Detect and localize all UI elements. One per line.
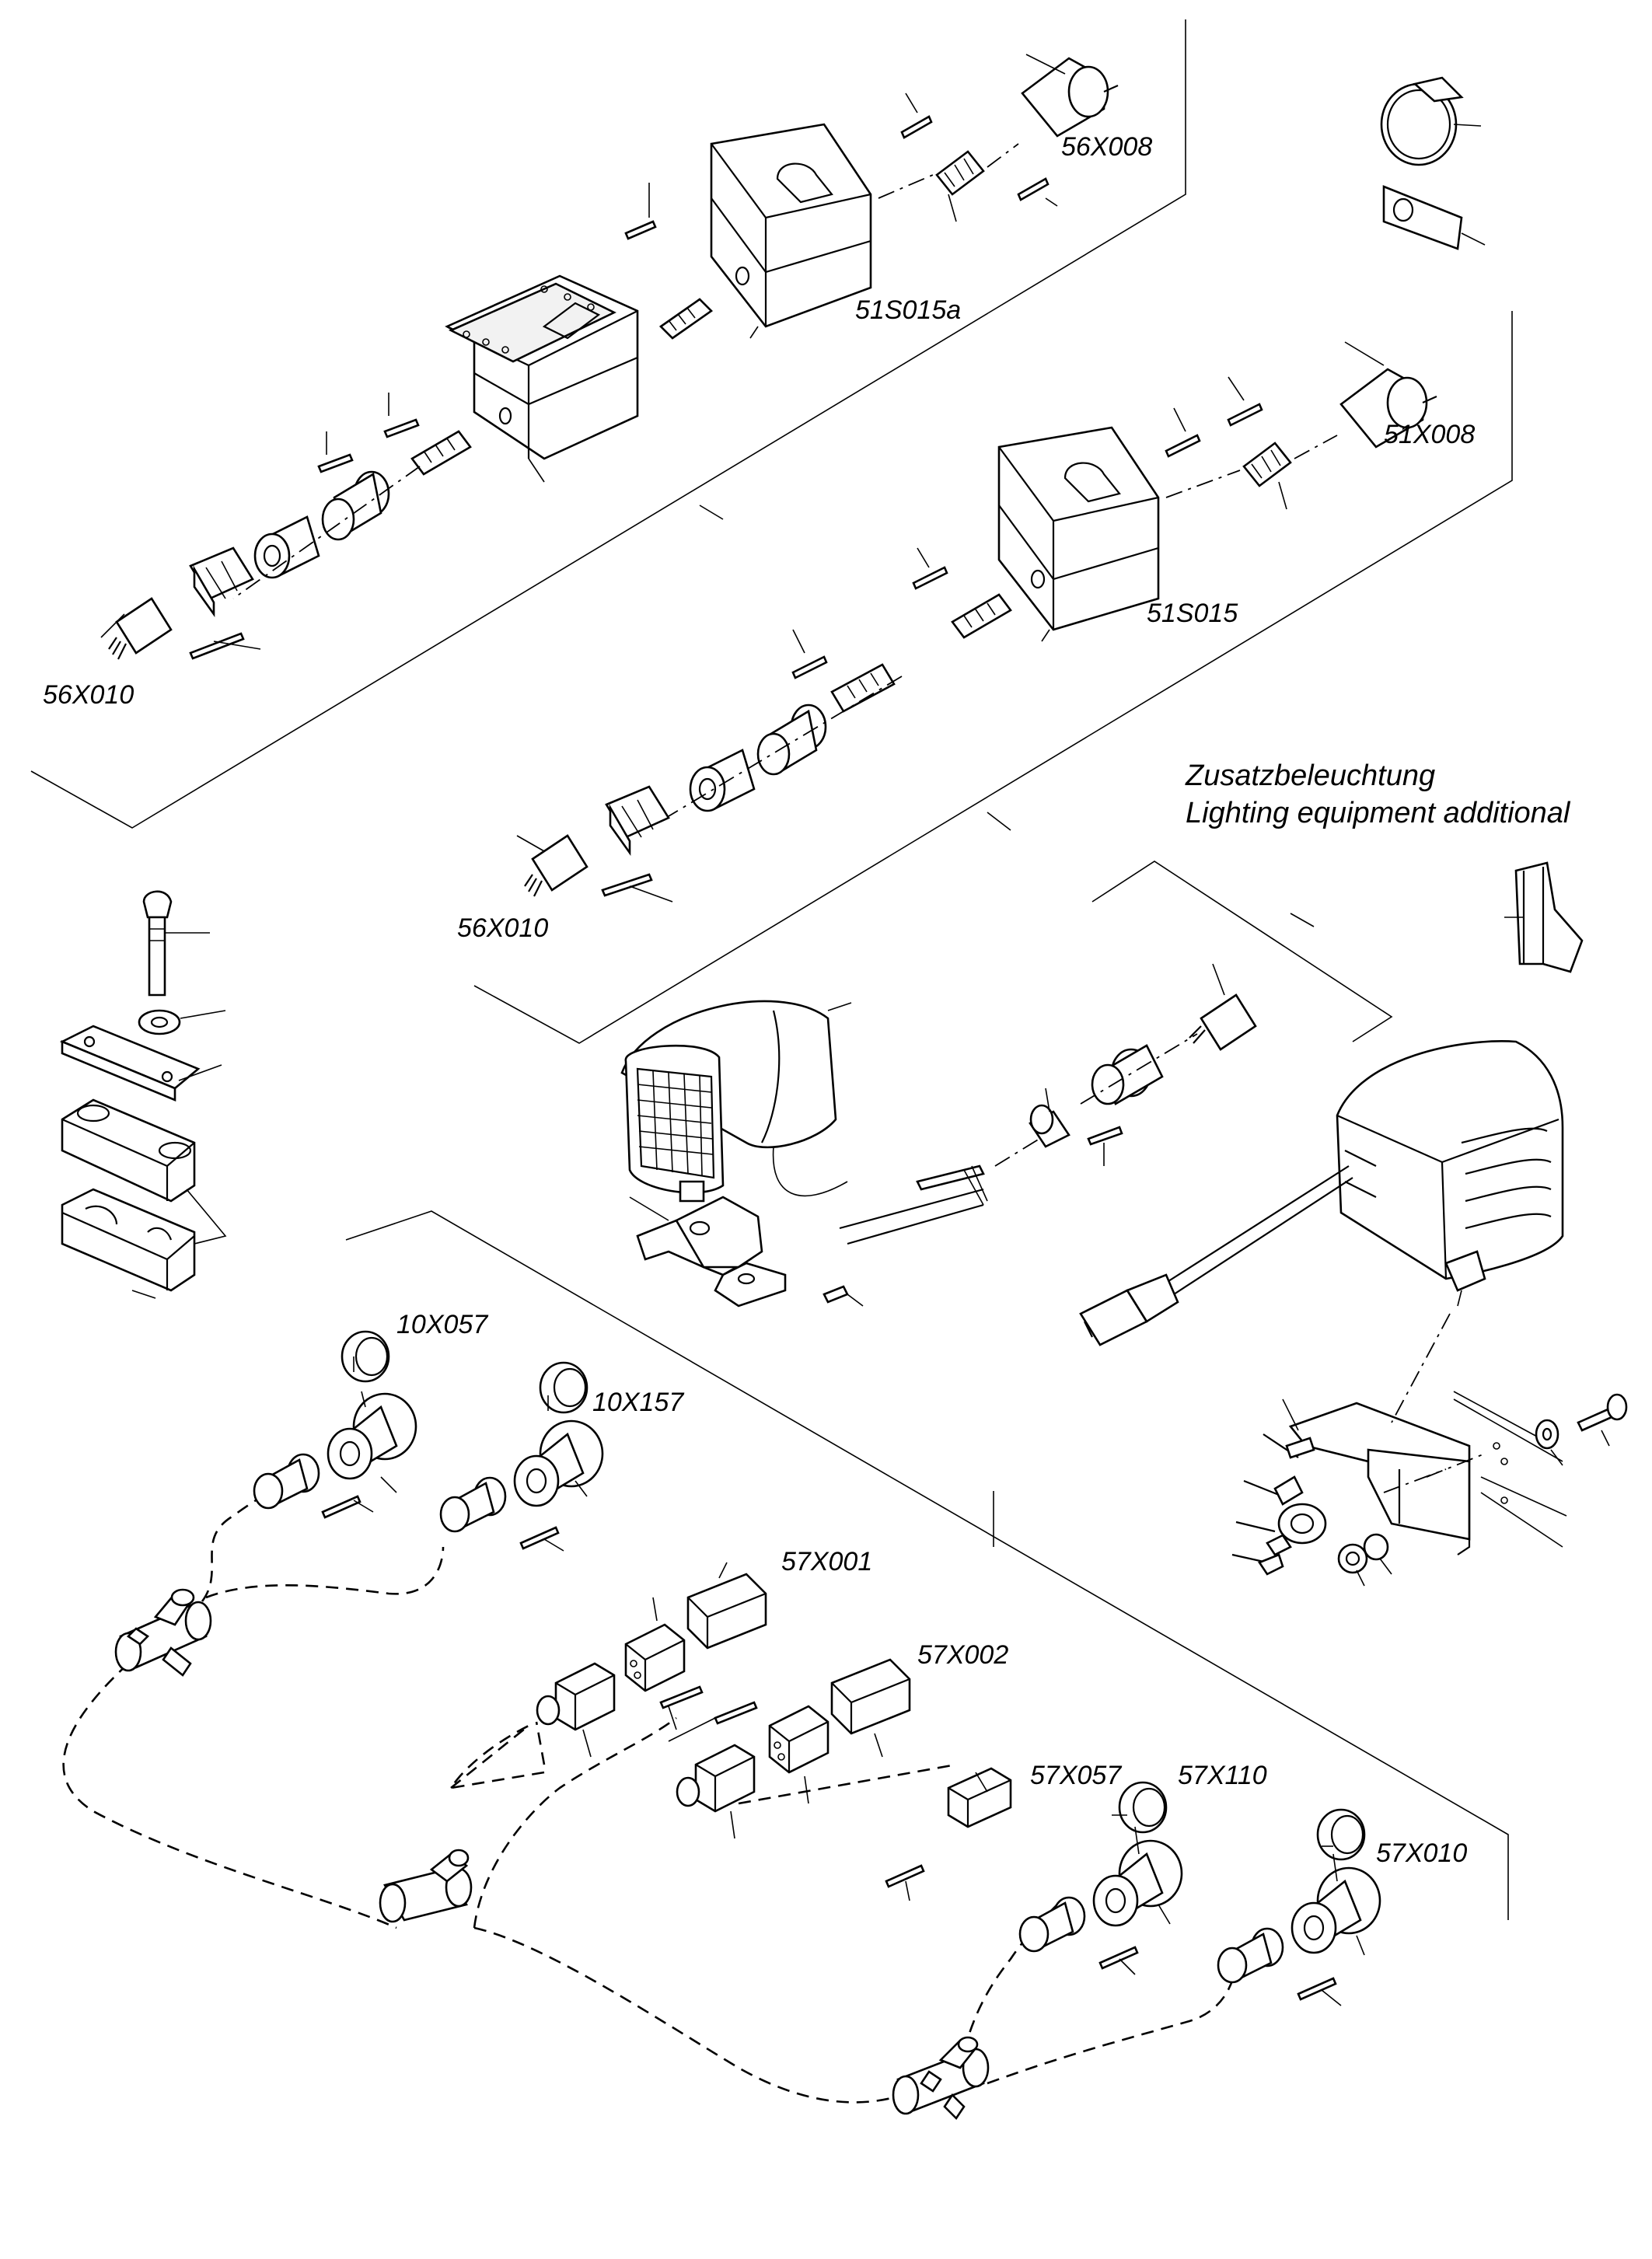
pin: [624, 220, 657, 240]
cable-tie: [1380, 76, 1482, 166]
pin: [317, 453, 354, 473]
cable-gland-top: [232, 466, 421, 599]
spring-51x008: [1165, 435, 1338, 510]
label-57x057: 57X057: [1030, 1761, 1122, 1790]
cable-gland-mid: [668, 676, 903, 817]
contact-pin: [189, 632, 245, 660]
label-57x110: 57X110: [1178, 1761, 1267, 1790]
clamp-parts-right: [1231, 1433, 1392, 1587]
t-piece-middle: [379, 1849, 473, 1923]
lamp-cable: [823, 1134, 1046, 1307]
connector-51x008: [1339, 341, 1437, 449]
label-51s015: 51S015: [1147, 599, 1238, 628]
pin: [1227, 403, 1263, 427]
lamp-bracket: [629, 1196, 787, 1308]
connector-housing-top: [189, 546, 254, 618]
pin: [1165, 434, 1201, 458]
spring-56x008: [878, 143, 1019, 222]
pin: [912, 566, 948, 590]
connector-57x057: [885, 1767, 1183, 1975]
label-56x010-mid: 56X010: [457, 913, 548, 943]
connector-57x002: [676, 1658, 911, 1839]
connector-57x010: [1217, 1808, 1381, 2006]
connector-10x057: [253, 1330, 417, 1519]
assembly-frames: [30, 19, 1513, 1920]
connector-56x008: [1021, 54, 1119, 138]
label-10x057: 10X057: [396, 1310, 488, 1339]
title-english: Lighting equipment additional: [1186, 797, 1571, 829]
spring-plunger-mid-upper: [951, 593, 1012, 639]
middle-switch-assembly: 51X008 51S015 56X010: [457, 341, 1475, 943]
switch-block-51s015: [997, 426, 1160, 642]
mounting-clamp: [59, 890, 227, 1299]
label-57x002: 57X002: [917, 1640, 1008, 1670]
top-switch-assembly: 56X008 51S015a 56X010: [43, 54, 1152, 710]
spring-plunger-mid-lower: [830, 663, 896, 713]
pin: [900, 115, 933, 139]
spring-plunger-lower: [410, 430, 472, 476]
label-57x001: 57X001: [781, 1547, 872, 1576]
relay-module: [1504, 861, 1584, 973]
washer-bolt-right: [1535, 1393, 1628, 1466]
spring-plunger-upper: [658, 298, 714, 340]
t-piece-bottom: [892, 2036, 990, 2121]
switch-block-lower: [445, 274, 639, 483]
label-51x008: 51X008: [1384, 420, 1475, 449]
label-51s015a: 51S015a: [855, 295, 961, 325]
switch-block-51s015a: [710, 123, 872, 339]
pin: [383, 418, 420, 438]
title-german: Zusatzbeleuchtung: [1185, 759, 1435, 792]
pin: [791, 655, 828, 679]
lamp-mount-bracket: [1282, 1313, 1567, 1555]
lamp-connector: [1029, 963, 1257, 1166]
label-56x008: 56X008: [1061, 132, 1152, 162]
label-plate: [1382, 185, 1486, 250]
t-piece-left: [114, 1588, 212, 1677]
connector-plug-56x010-mid: [516, 834, 589, 897]
contact-pin: [601, 873, 653, 897]
pin: [1017, 177, 1050, 201]
label-57x010: 57X010: [1376, 1838, 1467, 1868]
connector-57x001: [536, 1562, 767, 1758]
label-10x157: 10X157: [592, 1388, 684, 1417]
work-lamp: [620, 1000, 852, 1203]
connector-plug-56x010-top: [100, 597, 173, 660]
right-lamp-cable: [1079, 1165, 1353, 1346]
work-lamp-right: [1336, 1040, 1564, 1307]
connector-housing-mid: [605, 785, 670, 857]
dashed-cable-harness: [62, 1491, 1238, 2104]
connector-10x157: [439, 1361, 604, 1552]
label-56x010-top: 56X010: [43, 680, 134, 710]
